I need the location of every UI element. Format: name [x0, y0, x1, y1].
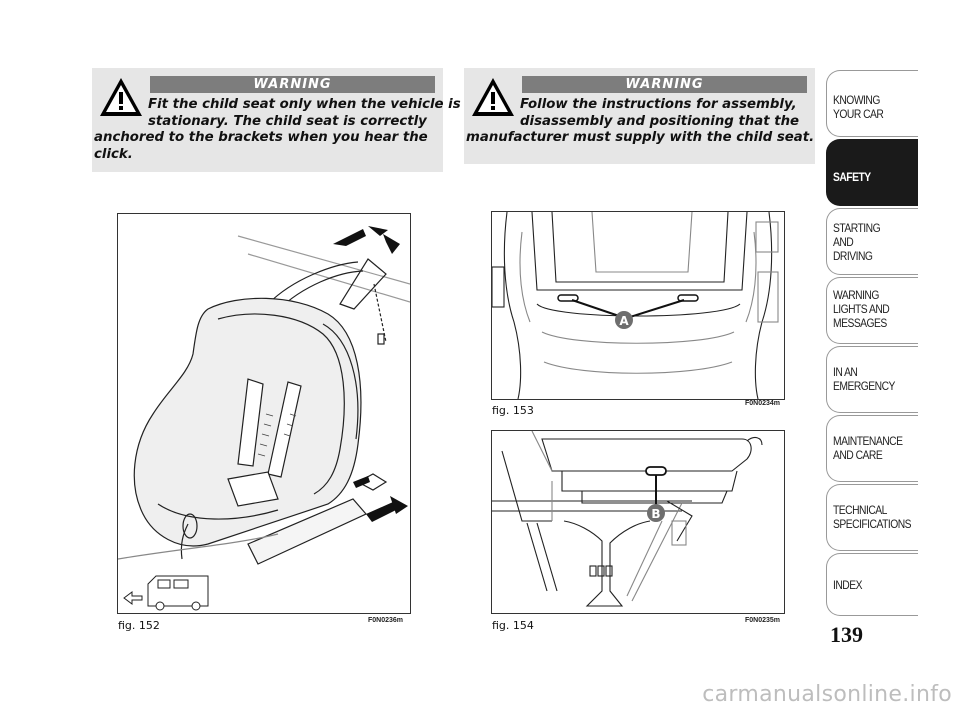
warning-text: Fit the child seat only when the vehicle… [94, 97, 461, 162]
figure-code: F0N0234m [745, 400, 781, 407]
figure-code: F0N0236m [368, 617, 404, 624]
child-seat-drawing [118, 226, 410, 611]
figure-seat-underside: B [491, 430, 785, 614]
tab-technical-specifications[interactable]: TECHNICAL SPECIFICATIONS [826, 484, 918, 551]
tab-warning-lights-and-messages[interactable]: WARNING LIGHTS AND MESSAGES [826, 277, 918, 344]
figure-label: fig. 154 [492, 619, 534, 632]
callout-B: B [651, 507, 660, 521]
warning-box-1: WARNING Fit the child seat only when the… [92, 68, 461, 172]
tab-safety[interactable]: SAFETY [826, 139, 918, 206]
page-number: 139 [830, 622, 863, 647]
figure-label: fig. 153 [492, 404, 534, 417]
tab-knowing-your-car[interactable]: KNOWING YOUR CAR [826, 70, 918, 137]
tab-starting-and-driving[interactable]: STARTING AND DRIVING [826, 208, 918, 275]
seat-base-drawing: B [492, 431, 763, 607]
figure-child-seat-illustration [117, 213, 411, 614]
warning-text: Follow the instructions for assembly, di… [466, 97, 815, 145]
tab-in-an-emergency[interactable]: IN AN EMERGENCY [826, 346, 918, 413]
warning-box-2: WARNING Follow the instructions for asse… [464, 68, 815, 164]
figure-label: fig. 152 [118, 619, 160, 632]
tab-index[interactable]: INDEX [826, 553, 918, 616]
warning-triangle-icon [100, 78, 142, 116]
figure-seat-brackets: A [491, 211, 785, 400]
warning-triangle-icon [472, 78, 514, 116]
figure-code: F0N0235m [745, 617, 781, 624]
warning-banner: WARNING [150, 76, 435, 93]
warning-banner: WARNING [522, 76, 807, 93]
tab-maintenance-and-care[interactable]: MAINTENANCE AND CARE [826, 415, 918, 482]
watermark: carmanualsonline.info [702, 682, 952, 707]
seat-top-drawing: A [492, 212, 779, 399]
callout-A: A [619, 314, 629, 328]
